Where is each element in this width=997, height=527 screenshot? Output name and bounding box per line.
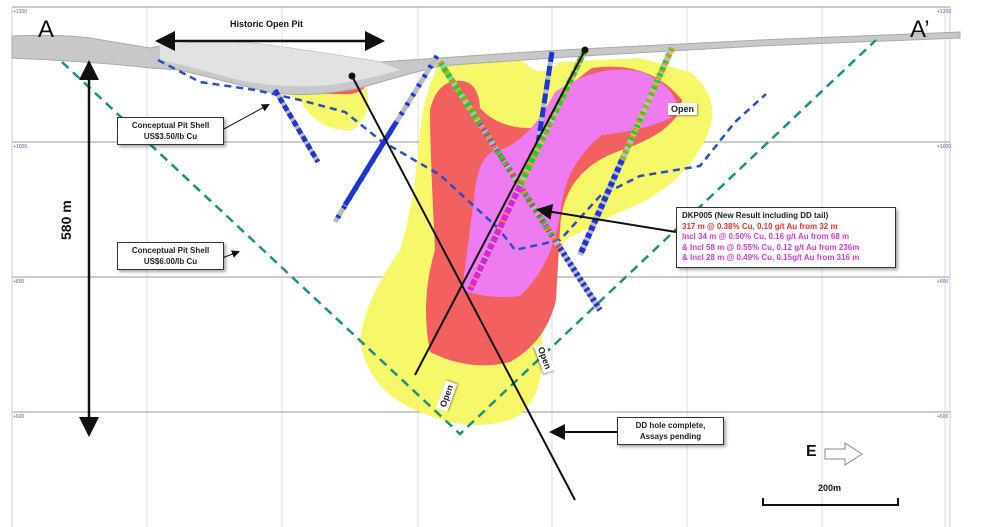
- drill-hole-east-2: [577, 46, 675, 257]
- scale-bar: [762, 498, 899, 506]
- section-start-label: A: [38, 16, 55, 43]
- callout-line: Conceptual Pit Shell: [131, 121, 210, 130]
- callout-line: DD hole complete,: [635, 421, 706, 430]
- dkp005-title: DKP005 (New Result including DD tail): [682, 211, 829, 220]
- dkp005-result: Incl 34 m @ 0.50% Cu, 0.16 g/t Au from 6…: [682, 232, 850, 241]
- elevation-label: +1000: [13, 144, 28, 150]
- drill-hole-west-1: [272, 88, 321, 164]
- collar-marker: [581, 46, 589, 54]
- east-arrow-icon: [824, 442, 863, 466]
- elevation-label: +800: [13, 279, 25, 285]
- elevation-label: +600: [13, 414, 25, 420]
- collar-marker: [348, 72, 356, 80]
- pit-shell-2-pointer: [221, 250, 240, 259]
- dd-hole-callout: DD hole complete, Assays pending: [617, 417, 724, 445]
- elevation-label: +600: [937, 414, 949, 420]
- elevation-label: +1200: [13, 9, 28, 15]
- east-direction-label: E: [806, 443, 817, 460]
- drill-hole-trace-2: [414, 49, 586, 376]
- section-end-label: A’: [910, 16, 930, 43]
- open-label: Open: [668, 103, 698, 115]
- high-grade-core: [462, 69, 677, 298]
- depth-label: 580 m: [58, 200, 74, 240]
- callout-line: Assays pending: [639, 432, 702, 441]
- drill-hole-dd-trace: [351, 75, 576, 501]
- dkp005-pointer: [536, 204, 677, 233]
- dkp005-result: & Incl 58 m @ 0.55% Cu, 0.12 g/t Au from…: [682, 242, 860, 252]
- callout-line: US$3.50/lb Cu: [143, 132, 198, 141]
- pit-shell-6-00: [61, 39, 877, 436]
- elevation-label: +800: [937, 279, 949, 285]
- drill-hole-east-1: [467, 48, 588, 292]
- drill-hole-central: [534, 51, 555, 151]
- historic-pit-label: Historic Open Pit: [230, 19, 304, 29]
- historic-pit-fill: [160, 41, 400, 87]
- pit-shell-1-callout: Conceptual Pit Shell US$3.50/lb Cu: [117, 117, 224, 145]
- scale-label: 200m: [818, 483, 842, 493]
- elevation-label: +1000: [937, 144, 952, 150]
- callout-line: Conceptual Pit Shell: [131, 246, 210, 255]
- dkp005-results-callout: DKP005 (New Result including DD tail) 31…: [676, 207, 896, 268]
- callout-line: US$6.00/lb Cu: [143, 257, 198, 266]
- pit-shell-1-pointer: [221, 104, 270, 131]
- pit-shell-2-callout: Conceptual Pit Shell US$6.00/lb Cu: [117, 242, 224, 270]
- dkp005-result: & Incl 28 m @ 0.49% Cu, 0.15g/t Au from …: [682, 253, 860, 262]
- elevation-label: +1200: [937, 9, 952, 15]
- dkp005-result: 317 m @ 0.38% Cu, 0.10 g/t Au from 32 m: [682, 221, 838, 231]
